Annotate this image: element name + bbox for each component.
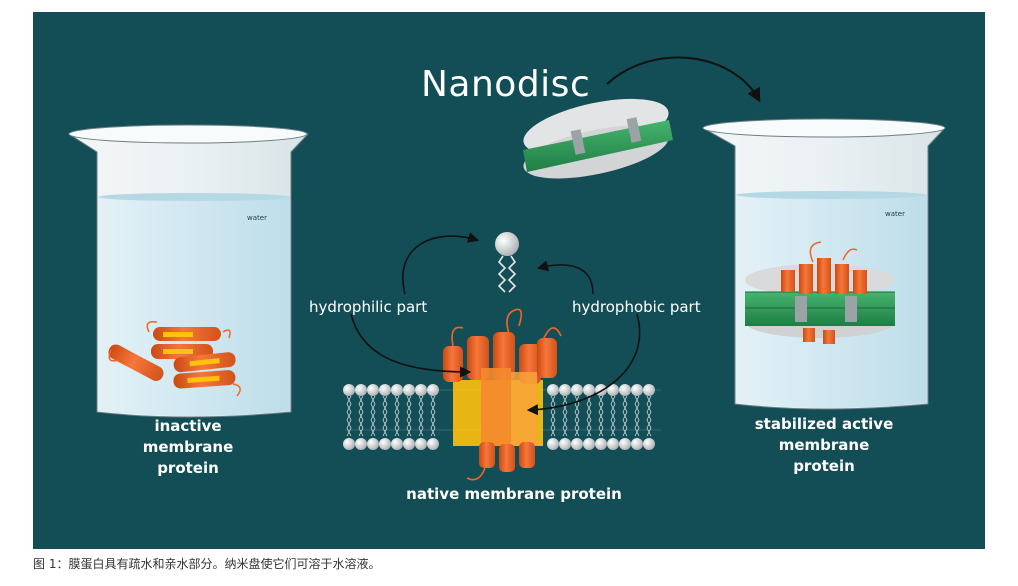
lipid-head-bottom	[355, 438, 367, 450]
lipid-head-top	[427, 384, 439, 396]
lipid-head-bottom	[367, 438, 379, 450]
lipid-head-top	[367, 384, 379, 396]
lipid-tail	[370, 395, 376, 437]
right-caption-line-3: protein	[793, 457, 855, 475]
lipid-head-bottom	[343, 438, 355, 450]
lipid-head-top	[619, 384, 631, 396]
lipid-head-top	[643, 384, 655, 396]
figure-caption: 图 1：膜蛋白具有疏水和亲水部分。纳米盘使它们可溶于水溶液。	[33, 557, 381, 571]
left-caption-line-1: inactive	[154, 417, 222, 435]
left-caption-line-2: membrane	[142, 438, 234, 456]
lipid-tail	[622, 395, 628, 437]
lipid-head-bottom	[631, 438, 643, 450]
nanodisc-icon	[523, 98, 673, 179]
lipid-molecule-icon	[495, 232, 519, 293]
hydrophilic-label: hydrophilic part	[309, 298, 428, 316]
hydrophobic-arrow-top	[536, 260, 594, 295]
inactive-protein-icon	[108, 320, 241, 397]
lipid-head-bottom	[619, 438, 631, 450]
lipid-tail	[610, 395, 616, 437]
lipid-head-top	[343, 384, 355, 396]
lipid-head-bottom	[391, 438, 403, 450]
lipid-tail	[406, 395, 412, 437]
left-beaker-caption: inactive membrane protein	[128, 416, 248, 479]
lipid-head-top	[583, 384, 595, 396]
lipid-tail	[598, 395, 604, 437]
hydrophobic-label: hydrophobic part	[572, 298, 701, 316]
lipid-head-bottom	[427, 438, 439, 450]
left-water-label: water	[247, 214, 267, 222]
figure-panel: Nanodisc water water hydrophilic part hy…	[33, 12, 985, 549]
lipid-tail	[418, 395, 424, 437]
lipid-head-top	[415, 384, 427, 396]
lipid-head-bottom	[415, 438, 427, 450]
lipid-tail	[586, 395, 592, 437]
native-membrane-protein-icon	[443, 308, 562, 481]
lipid-tail	[346, 395, 352, 437]
hydrophobic-arrow-bottom	[526, 313, 641, 416]
lipid-head-bottom	[583, 438, 595, 450]
diagram-canvas	[67, 56, 947, 481]
lipid-head-top	[607, 384, 619, 396]
lipid-head-top	[571, 384, 583, 396]
lipid-tail	[646, 395, 652, 437]
left-caption-line-3: protein	[157, 459, 219, 477]
right-caption-line-2: membrane	[778, 436, 870, 454]
lipid-head-top	[355, 384, 367, 396]
right-beaker-caption: stabilized active membrane protein	[744, 414, 904, 477]
lipid-head-bottom	[595, 438, 607, 450]
lipid-head-bottom	[559, 438, 571, 450]
lipid-head-bottom	[607, 438, 619, 450]
lipid-head-top	[403, 384, 415, 396]
stabilized-nanodisc-icon	[745, 241, 895, 344]
hydrophilic-arrow-top	[402, 232, 480, 295]
lipid-tail	[634, 395, 640, 437]
lipid-tail	[382, 395, 388, 437]
lipid-head-bottom	[571, 438, 583, 450]
right-water-label: water	[885, 210, 905, 218]
lipid-head-bottom	[403, 438, 415, 450]
lipid-tail	[562, 395, 568, 437]
hydrophilic-arrow-bottom	[350, 313, 472, 378]
lipid-head-bottom	[379, 438, 391, 450]
lipid-head-top	[379, 384, 391, 396]
center-protein-label: native membrane protein	[406, 485, 622, 503]
lipid-head-top	[547, 384, 559, 396]
lipid-tail	[550, 395, 556, 437]
lipid-tail	[394, 395, 400, 437]
left-beaker	[67, 124, 310, 418]
right-beaker	[701, 118, 947, 410]
lipid-head-top	[391, 384, 403, 396]
lipid-head-bottom	[547, 438, 559, 450]
lipid-head-top	[559, 384, 571, 396]
figure-title: Nanodisc	[421, 64, 591, 105]
nanodisc-arrow	[606, 56, 761, 103]
membrane-bilayer	[343, 384, 661, 450]
lipid-head-bottom	[643, 438, 655, 450]
lipid-tail	[430, 395, 436, 437]
right-caption-line-1: stabilized active	[754, 415, 894, 433]
lipid-head-top	[631, 384, 643, 396]
lipid-tail	[358, 395, 364, 437]
